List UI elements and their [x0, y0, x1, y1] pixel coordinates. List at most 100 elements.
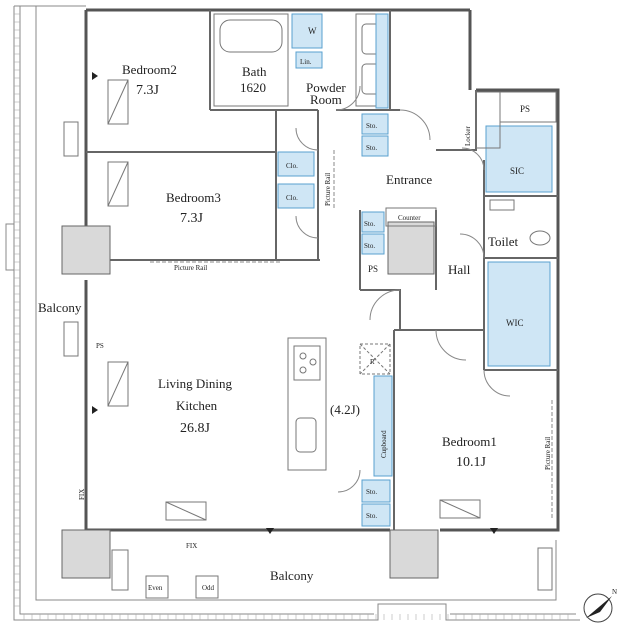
- kitchen-island: [287, 337, 391, 471]
- powder-room-line2: Room: [310, 92, 342, 107]
- bath-name: Bath: [242, 64, 267, 79]
- compass-label: N: [612, 588, 617, 596]
- marker-triangle: [266, 528, 274, 534]
- walk-in-closet: [487, 261, 551, 367]
- door-arc: [483, 369, 511, 397]
- markers: [92, 72, 498, 534]
- storage-label-hall-1: Sto.: [364, 220, 375, 228]
- entrance-counter: [385, 207, 437, 227]
- storage-label-entrance-2: Sto.: [366, 144, 377, 152]
- balcony-left-label: Balcony: [38, 300, 82, 315]
- ac-units: [63, 79, 553, 599]
- storage-hall-1: [361, 211, 385, 233]
- burner-icon-3: [299, 366, 307, 374]
- door-arc: [399, 109, 431, 141]
- bath-size: 1620: [240, 80, 266, 95]
- pillar-bottom-right: [389, 529, 439, 579]
- door-arc: [335, 85, 361, 111]
- refrigerator-cross: [359, 343, 391, 375]
- marker-triangle: [92, 406, 98, 414]
- room-labels: Bedroom2 7.3J Bath 1620 Powder Room Bedr…: [38, 62, 524, 583]
- ac-unit-diagonal-2: [107, 161, 129, 207]
- balcony-outdoor-unit-3: [111, 549, 129, 591]
- locker-label: Locker: [464, 126, 472, 146]
- balcony-outdoor-unit-2: [63, 321, 79, 357]
- ps-label-left: PS: [96, 342, 104, 350]
- floor-vent-icon-2: [439, 499, 481, 519]
- balcony-outdoor-unit: [63, 121, 79, 157]
- exterior-walls: [84, 8, 560, 532]
- marker-triangle: [92, 72, 98, 80]
- floor-vent-diagonal-2: [439, 499, 481, 519]
- pillar-left: [61, 225, 111, 275]
- storage-label-hall-2: Sto.: [364, 242, 375, 250]
- ps-label-hall: PS: [368, 264, 378, 274]
- door-arc: [295, 127, 319, 151]
- door-arc: [337, 469, 361, 493]
- even-label: Even: [148, 584, 163, 592]
- island-counter: [287, 337, 327, 471]
- closet-2: [277, 183, 315, 209]
- ldk-line1: Living Dining: [158, 376, 233, 391]
- locker-box: [475, 91, 501, 149]
- small-labels: W Lin. Clo. Clo. Sto. Sto. Sto. Sto. Sto…: [78, 26, 552, 592]
- picture-rail-label-v2: Picture Rail: [544, 437, 552, 470]
- closet-label-1: Clo.: [286, 162, 298, 170]
- bedroom3-area: 7.3J: [180, 211, 204, 226]
- door-arc: [369, 289, 401, 321]
- powder-room-line1: Powder: [306, 80, 346, 95]
- door-arc: [461, 147, 485, 171]
- closet-label-2: Clo.: [286, 194, 298, 202]
- interior-walls: [86, 10, 558, 530]
- marker-triangle: [490, 528, 498, 534]
- hall-label: Hall: [448, 262, 471, 277]
- balcony-ticks-left: [14, 13, 20, 607]
- balcony-bottom-label: Balcony: [270, 568, 314, 583]
- odd-floor-hatch: [195, 575, 219, 599]
- toilet-sink-icon: [489, 199, 515, 211]
- closet-1: [277, 151, 315, 177]
- ac-unit-icon-3: [107, 361, 129, 407]
- storage-label-ldk-2: Sto.: [366, 512, 377, 520]
- washer-label: W: [308, 26, 317, 36]
- ac-unit-diagonal-3: [107, 361, 129, 407]
- picture-rails: [150, 150, 553, 520]
- pillar-bottom-left: [61, 529, 111, 579]
- bedroom1-name: Bedroom1: [442, 434, 497, 449]
- door-arc: [435, 329, 467, 361]
- balcony-outdoor-unit-4: [537, 547, 553, 591]
- balcony-ticks-bottom: [23, 614, 569, 620]
- entrance-label: Entrance: [386, 172, 432, 187]
- storage-label-ldk-1: Sto.: [366, 488, 377, 496]
- toilet-label: Toilet: [488, 234, 519, 249]
- storage-label-entrance-1: Sto.: [366, 122, 377, 130]
- cupboard-label: Cupboard: [380, 430, 388, 458]
- wic-label: WIC: [506, 318, 524, 328]
- pillars: [61, 221, 439, 579]
- ac-unit-icon-2: [107, 161, 129, 207]
- burner-icon: [299, 352, 307, 360]
- counter-label: Counter: [398, 214, 421, 222]
- washer-space: [291, 13, 323, 49]
- ldk-area: 26.8J: [180, 421, 211, 436]
- toilet-icon: [529, 230, 551, 246]
- doors: [295, 85, 511, 493]
- cooktop-icon: [293, 345, 321, 381]
- cupboard: [373, 375, 393, 477]
- compass-ring: [583, 593, 613, 623]
- pillar-hall: [387, 221, 435, 275]
- sic-label: SIC: [510, 166, 524, 176]
- fix-label-left: FIX: [78, 489, 86, 500]
- storage-ldk-1: [361, 479, 391, 503]
- bath-enclosure: [213, 13, 289, 107]
- even-floor-hatch: [145, 575, 169, 599]
- compass: N: [583, 588, 617, 623]
- storage-hall-2: [361, 233, 385, 255]
- kitchen-area: (4.2J): [330, 402, 360, 417]
- ps-label-top: PS: [520, 104, 530, 114]
- linen-label: Lin.: [300, 58, 312, 66]
- storage-ldk-2: [361, 503, 391, 527]
- balcony-hatch: [5, 223, 15, 271]
